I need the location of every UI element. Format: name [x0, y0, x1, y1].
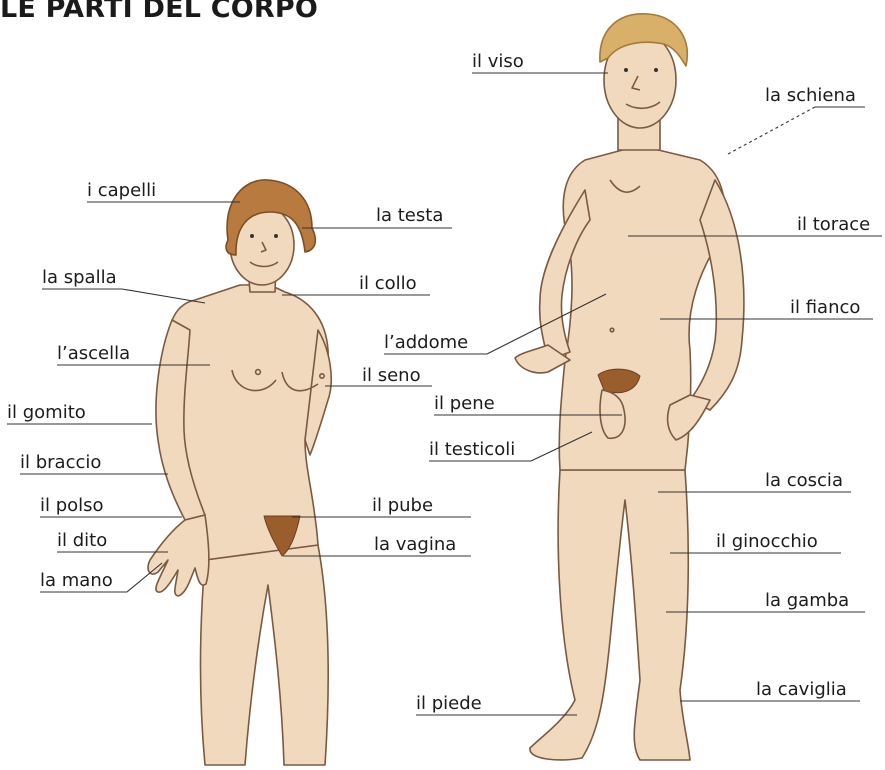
label-gamba: la gamba	[765, 590, 850, 611]
label-piede: il piede	[416, 693, 482, 714]
label-torace: il torace	[797, 214, 871, 235]
label-collo: il collo	[359, 273, 417, 294]
label-testa: la testa	[376, 205, 444, 226]
label-dito: il dito	[57, 530, 108, 551]
male-figure	[514, 13, 745, 761]
label-fianco: il fianco	[790, 297, 861, 318]
label-mano: la mano	[40, 570, 113, 591]
label-polso: il polso	[40, 495, 104, 516]
label-gomito: il gomito	[7, 402, 86, 423]
leader-lines	[7, 72, 882, 716]
label-vagina: la vagina	[374, 534, 457, 555]
label-schiena: la schiena	[765, 85, 856, 106]
label-ginocchio: il ginocchio	[716, 531, 818, 552]
label-braccio: il braccio	[20, 452, 102, 473]
label-coscia: la coscia	[765, 470, 843, 491]
page-title: LE PARTI DEL CORPO	[0, 0, 319, 24]
label-pube: il pube	[372, 495, 434, 516]
female-figure	[147, 179, 332, 766]
label-viso: il viso	[472, 51, 524, 72]
label-spalla: la spalla	[42, 267, 117, 288]
label-ascella: l’ascella	[57, 343, 131, 364]
label-addome: l’addome	[384, 332, 469, 353]
label-caviglia: la caviglia	[756, 679, 847, 700]
label-seno: il seno	[362, 365, 421, 386]
label-testicoli: il testicoli	[429, 439, 516, 460]
label-pene: il pene	[434, 393, 495, 414]
label-capelli: i capelli	[87, 180, 157, 201]
